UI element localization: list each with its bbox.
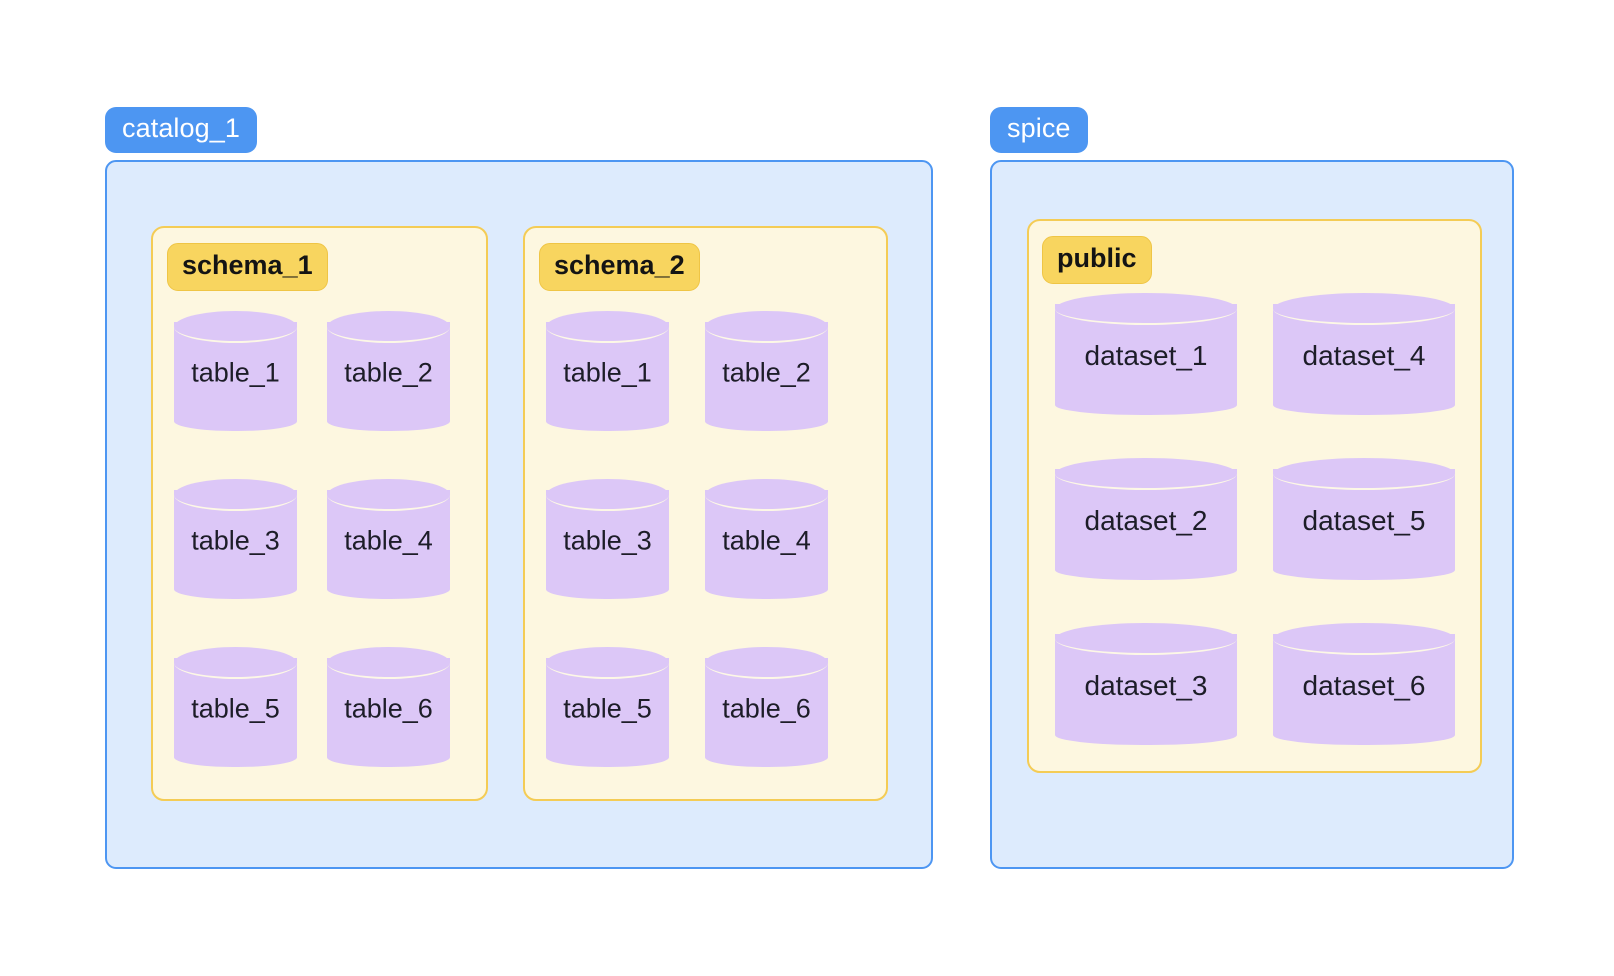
dataset-cylinder-public-dataset_2[interactable]: dataset_2 <box>1055 458 1237 580</box>
database-cylinder-top-icon <box>705 647 828 679</box>
schema-badge-schema_2[interactable]: schema_2 <box>539 243 700 291</box>
table-cylinder-schema_1-table_1[interactable]: table_1 <box>174 311 297 431</box>
catalog-group-spice: spice public dataset_1 dataset_4 <box>990 107 1514 869</box>
database-cylinder-top-icon <box>1273 293 1455 325</box>
catalog-box-catalog_1: schema_1 table_1 table_2 <box>105 160 933 869</box>
table-cylinder-schema_2-table_3[interactable]: table_3 <box>546 479 669 599</box>
catalog-box-spice: public dataset_1 dataset_4 <box>990 160 1514 869</box>
object-grid-public: dataset_1 dataset_4 dataset_2 <box>1055 293 1455 745</box>
dataset-cylinder-public-dataset_1[interactable]: dataset_1 <box>1055 293 1237 415</box>
database-cylinder-top-icon <box>1273 623 1455 655</box>
catalog-group-catalog_1: catalog_1 schema_1 table_1 table_2 <box>105 107 933 869</box>
table-cylinder-schema_2-table_5[interactable]: table_5 <box>546 647 669 767</box>
table-cylinder-schema_1-table_4[interactable]: table_4 <box>327 479 450 599</box>
database-cylinder-top-icon <box>174 479 297 511</box>
database-cylinder-top-icon <box>174 647 297 679</box>
catalog-badge-spice[interactable]: spice <box>990 107 1088 153</box>
table-cylinder-schema_2-table_2[interactable]: table_2 <box>705 311 828 431</box>
table-cylinder-schema_1-table_6[interactable]: table_6 <box>327 647 450 767</box>
schema-box-public: public dataset_1 dataset_4 <box>1027 219 1482 773</box>
database-cylinder-top-icon <box>1055 293 1237 325</box>
database-cylinder-top-icon <box>174 311 297 343</box>
table-cylinder-schema_1-table_5[interactable]: table_5 <box>174 647 297 767</box>
table-cylinder-schema_2-table_1[interactable]: table_1 <box>546 311 669 431</box>
table-cylinder-schema_1-table_3[interactable]: table_3 <box>174 479 297 599</box>
schema-box-schema_1: schema_1 table_1 table_2 <box>151 226 488 801</box>
database-cylinder-top-icon <box>327 479 450 511</box>
database-cylinder-top-icon <box>546 647 669 679</box>
catalog-badge-catalog_1[interactable]: catalog_1 <box>105 107 257 153</box>
database-cylinder-top-icon <box>1055 623 1237 655</box>
database-cylinder-top-icon <box>1055 458 1237 490</box>
database-cylinder-top-icon <box>546 479 669 511</box>
database-cylinder-top-icon <box>327 647 450 679</box>
database-cylinder-top-icon <box>705 479 828 511</box>
database-cylinder-top-icon <box>327 311 450 343</box>
database-cylinder-top-icon <box>705 311 828 343</box>
dataset-cylinder-public-dataset_5[interactable]: dataset_5 <box>1273 458 1455 580</box>
object-grid-schema_2: table_1 table_2 table_3 <box>546 311 848 779</box>
dataset-cylinder-public-dataset_3[interactable]: dataset_3 <box>1055 623 1237 745</box>
object-grid-schema_1: table_1 table_2 table_3 <box>174 311 470 779</box>
dataset-cylinder-public-dataset_4[interactable]: dataset_4 <box>1273 293 1455 415</box>
schema-badge-public[interactable]: public <box>1042 236 1152 284</box>
dataset-cylinder-public-dataset_6[interactable]: dataset_6 <box>1273 623 1455 745</box>
table-cylinder-schema_1-table_2[interactable]: table_2 <box>327 311 450 431</box>
database-cylinder-top-icon <box>546 311 669 343</box>
database-cylinder-top-icon <box>1273 458 1455 490</box>
schema-badge-schema_1[interactable]: schema_1 <box>167 243 328 291</box>
table-cylinder-schema_2-table_4[interactable]: table_4 <box>705 479 828 599</box>
table-cylinder-schema_2-table_6[interactable]: table_6 <box>705 647 828 767</box>
schema-box-schema_2: schema_2 table_1 table_2 <box>523 226 888 801</box>
